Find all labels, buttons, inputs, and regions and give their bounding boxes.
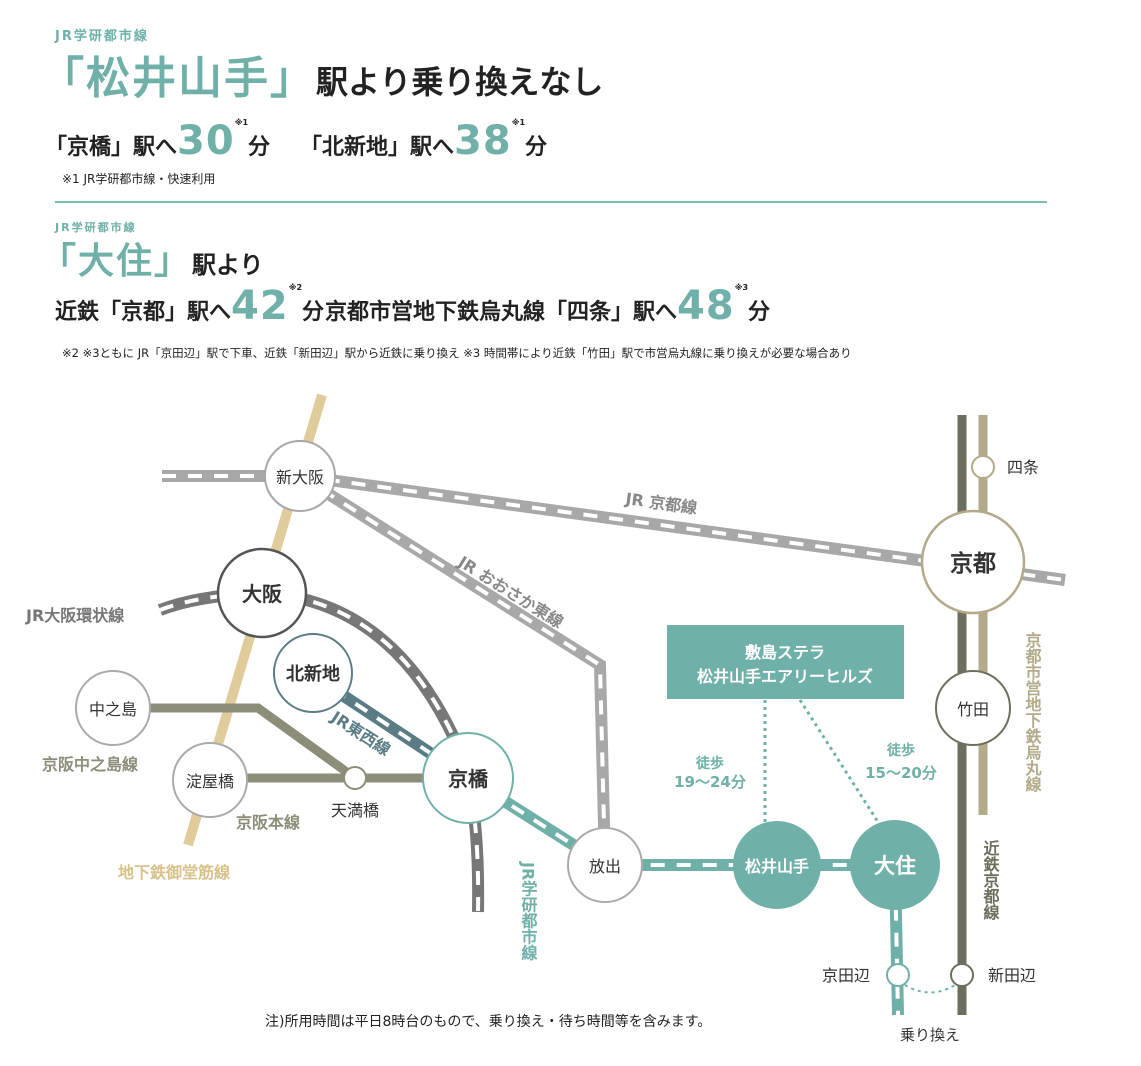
label-jr-kyoto: JR 京都線 bbox=[623, 489, 698, 518]
station-kyoto: 京都 bbox=[920, 509, 1026, 615]
property-name-1: 敷島ステラ bbox=[745, 643, 825, 662]
route-unit: 分 bbox=[525, 135, 548, 160]
headline-1: 「松井山手」駅より乗り換えなし bbox=[40, 42, 603, 106]
line-jr-osaka-higashi bbox=[296, 470, 611, 866]
transfer-label: 乗り換え bbox=[900, 1026, 960, 1044]
svg-text:松井山手: 松井山手 bbox=[745, 857, 809, 876]
line-keihan-nakanoshima bbox=[113, 703, 358, 782]
station-shintanabe: 新田辺 bbox=[950, 963, 1036, 987]
route-note-mark: ※2 bbox=[288, 283, 303, 292]
svg-text:放出: 放出 bbox=[589, 857, 621, 876]
route-label: 京都市営地下鉄烏丸線「四条」駅へ bbox=[325, 300, 678, 325]
label-keihan-nakanoshima: 京阪中之島線 bbox=[42, 755, 138, 774]
label-jr-osaka-higashi: JR おおさか東線 bbox=[454, 552, 567, 632]
walk-time-2: 15〜20分 bbox=[865, 764, 937, 782]
station-yodoyabashi: 淀屋橋 bbox=[172, 742, 248, 818]
station-tenmabashi: 天満橋 bbox=[331, 766, 379, 820]
route-unit: 分 bbox=[248, 135, 271, 160]
label-jr-tozai: JR東西線 bbox=[327, 707, 394, 760]
label-keihan-main: 京阪本線 bbox=[236, 813, 300, 832]
route-kintetsu-kyoto: 近鉄「京都」駅へ42※2 分 bbox=[55, 283, 324, 329]
route-label: 「北新地」駅へ bbox=[300, 135, 455, 160]
route-note-mark: ※1 bbox=[511, 118, 526, 127]
station-matsuiyamate: 松井山手 bbox=[733, 821, 821, 909]
headline-2: 「大住」駅より bbox=[40, 232, 264, 284]
station-osaka: 大阪 bbox=[216, 547, 308, 639]
svg-text:京田辺: 京田辺 bbox=[822, 966, 870, 985]
walk-label-2: 徒歩 bbox=[886, 742, 915, 759]
map-footer-note: 注)所用時間は平日8時台のもので、乗り換え・待ち時間等を含みます。 bbox=[265, 1013, 711, 1030]
station-kitashinchi: 北新地 bbox=[273, 633, 353, 713]
station-osumi-heading: 「大住」 bbox=[40, 241, 193, 282]
svg-text:四条: 四条 bbox=[1007, 458, 1039, 477]
label-karasuma: 京都市営地下鉄烏丸線 bbox=[1023, 631, 1043, 793]
station-takeda: 竹田 bbox=[935, 670, 1011, 746]
svg-text:京橋: 京橋 bbox=[448, 767, 489, 791]
route-label: 近鉄「京都」駅へ bbox=[55, 300, 232, 325]
route-unit: 分 bbox=[302, 300, 325, 325]
station-shijo: 四条 bbox=[971, 455, 1039, 479]
svg-text:中之島: 中之島 bbox=[89, 700, 137, 719]
svg-text:新田辺: 新田辺 bbox=[988, 966, 1036, 985]
svg-text:淀屋橋: 淀屋橋 bbox=[186, 772, 234, 791]
svg-text:京都: 京都 bbox=[950, 550, 996, 577]
station-nakanoshima: 中之島 bbox=[75, 670, 151, 746]
route-kitashinchi: 「北新地」駅へ38※1 分 bbox=[300, 118, 547, 164]
label-jr-gakken: JR学研都市線 bbox=[519, 861, 539, 961]
station-matsuiyamate-heading: 「松井山手」 bbox=[40, 53, 316, 104]
station-kyotanabe: 京田辺 bbox=[822, 963, 910, 987]
footnote-2: ※2 ※3ともに JR「京田辺」駅で下車、近鉄「新田辺」駅から近鉄に乗り換え ※… bbox=[62, 346, 852, 360]
route-minutes: 48 bbox=[677, 283, 735, 329]
label-midosuji: 地下鉄御堂筋線 bbox=[118, 863, 230, 882]
route-note-mark: ※3 bbox=[734, 283, 749, 292]
station-shin-osaka: 新大阪 bbox=[264, 440, 336, 512]
svg-text:竹田: 竹田 bbox=[957, 700, 989, 719]
route-label: 「京橋」駅へ bbox=[45, 135, 178, 160]
svg-text:新大阪: 新大阪 bbox=[276, 468, 324, 487]
station-osumi: 大住 bbox=[850, 820, 940, 910]
transfer-path bbox=[904, 984, 956, 994]
label-jr-loop: JR大阪環状線 bbox=[25, 606, 124, 625]
headline-1-rest: 駅より乗り換えなし bbox=[316, 63, 604, 101]
station-kyobashi: 京橋 bbox=[422, 732, 514, 824]
footnote-1: ※1 JR学研都市線・快速利用 bbox=[62, 172, 216, 186]
route-unit: 分 bbox=[748, 300, 771, 325]
label-kintetsu-kyoto: 近鉄京都線 bbox=[981, 839, 1001, 921]
svg-text:天満橋: 天満橋 bbox=[331, 801, 379, 820]
svg-text:北新地: 北新地 bbox=[286, 663, 340, 685]
walk-label-1: 徒歩 bbox=[695, 755, 724, 772]
svg-text:大阪: 大阪 bbox=[242, 582, 283, 606]
line-label-gakken-1: JR学研都市線 bbox=[55, 29, 149, 44]
line-label-gakken-2: JR学研都市線 bbox=[55, 221, 137, 234]
route-kyobashi: 「京橋」駅へ30※1 分 bbox=[45, 118, 270, 164]
property-box: 敷島ステラ 松井山手エアリーヒルズ bbox=[667, 625, 904, 699]
route-shijo: 京都市営地下鉄烏丸線「四条」駅へ48※3 分 bbox=[325, 283, 770, 329]
route-minutes: 38 bbox=[454, 118, 512, 164]
station-hanaten: 放出 bbox=[567, 827, 643, 903]
header-divider bbox=[55, 201, 1047, 203]
property-name-2: 松井山手エアリーヒルズ bbox=[697, 667, 873, 686]
svg-text:大住: 大住 bbox=[874, 854, 916, 878]
route-minutes: 30 bbox=[177, 118, 235, 164]
route-note-mark: ※1 bbox=[234, 118, 249, 127]
walk-time-1: 19〜24分 bbox=[674, 773, 746, 791]
route-minutes: 42 bbox=[231, 283, 289, 329]
headline-2-rest: 駅より bbox=[192, 251, 264, 279]
walk-path-2 bbox=[798, 699, 880, 823]
